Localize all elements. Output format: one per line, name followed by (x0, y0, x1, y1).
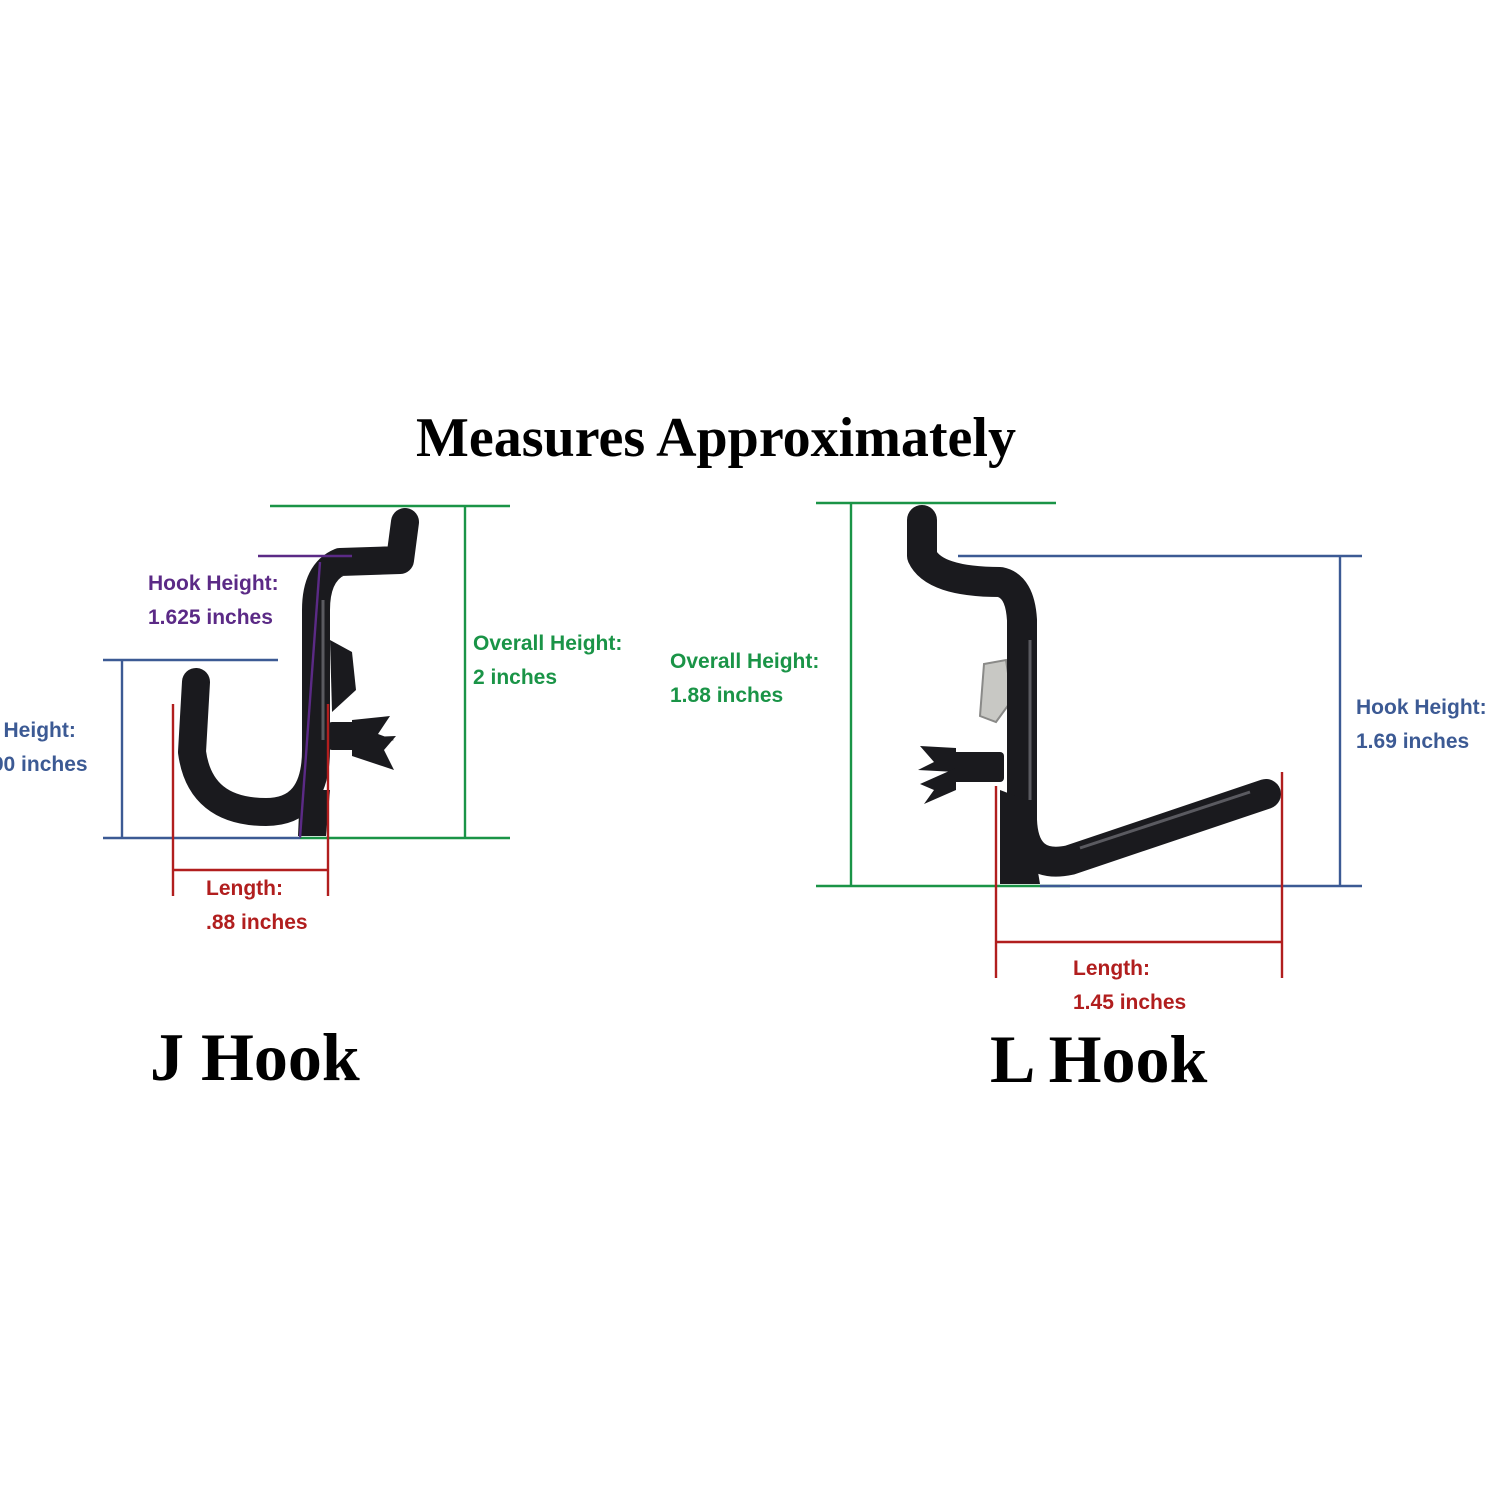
j-overall-height-value: 2 inches (473, 666, 557, 689)
l-overall-height-value: 1.88 inches (670, 684, 783, 707)
l-overall-height-label: Overall Height: (670, 650, 819, 673)
l-hook-wire (907, 505, 1281, 877)
j-hook-dimension-lines (103, 504, 510, 896)
j-height-label: J Height: (0, 719, 76, 742)
j-hook-height-value: 1.625 inches (148, 606, 273, 629)
j-hook-base (298, 790, 330, 836)
l-hook-drawing (907, 505, 1281, 884)
j-hook-tab (330, 640, 356, 712)
j-hook-height-label: Hook Height: (148, 572, 279, 595)
l-hook-dimension-lines (816, 501, 1362, 978)
l-hook-tab (978, 658, 1014, 724)
j-overall-height-label: Overall Height: (473, 632, 622, 655)
j-hook-peg-clip (328, 716, 396, 770)
j-length-label: Length: (206, 877, 283, 900)
j-hook-name: J Hook (150, 1019, 360, 1095)
l-length-value: 1.45 inches (1073, 991, 1186, 1014)
diagram-title: Measures Approximately (416, 407, 1016, 469)
l-hook-name: L Hook (990, 1021, 1207, 1097)
l-hook-height-value: 1.69 inches (1356, 730, 1469, 753)
j-hook-wire (178, 508, 419, 826)
l-hook-height-label: Hook Height: (1356, 696, 1487, 719)
j-height-value: .90 inches (0, 753, 88, 776)
j-length-value: .88 inches (206, 911, 308, 934)
l-hook-peg-clip (918, 746, 1004, 804)
j-hook-drawing (178, 508, 419, 836)
l-hook-base (1000, 790, 1040, 884)
l-length-label: Length: (1073, 957, 1150, 980)
